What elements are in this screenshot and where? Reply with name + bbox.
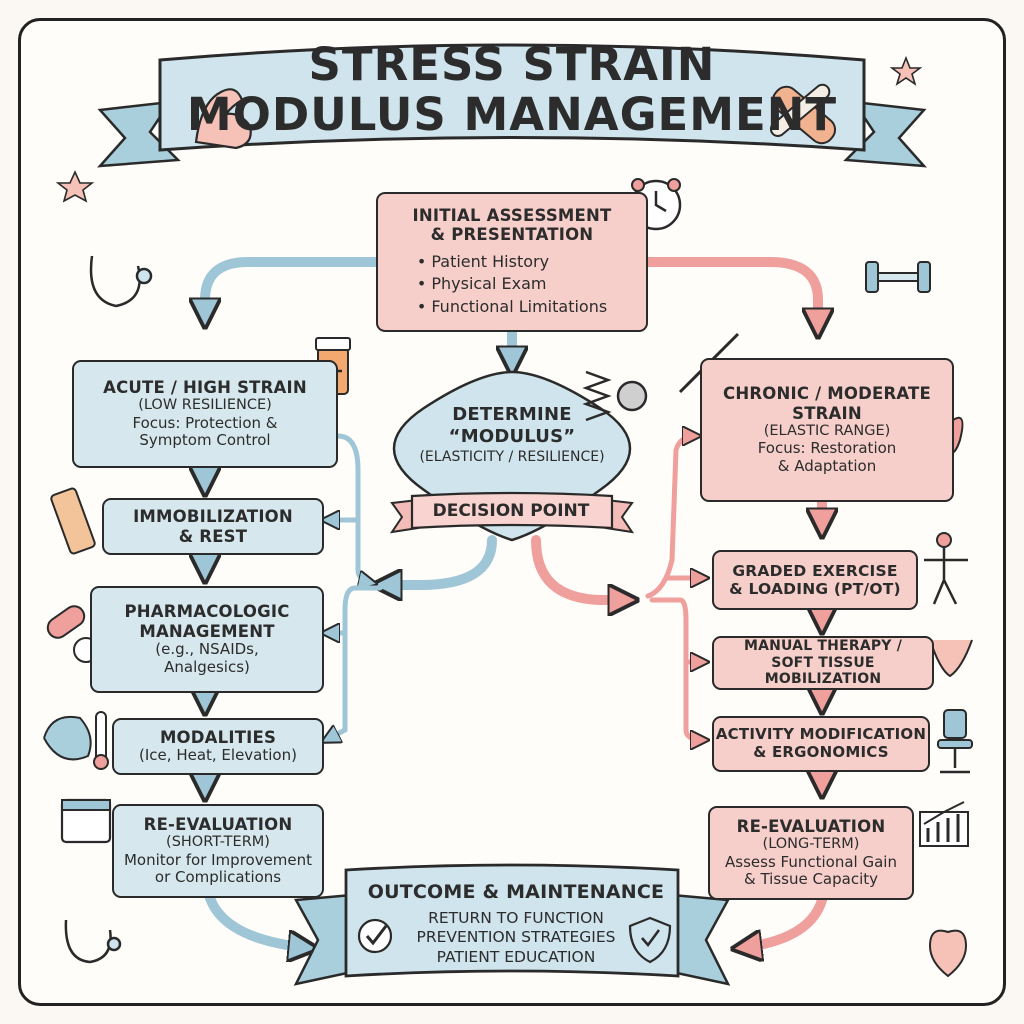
chronic-header-box: CHRONIC / MODERATE STRAIN (ELASTIC RANGE… <box>700 358 954 502</box>
acute-title: ACUTE / HIGH STRAIN <box>103 378 307 398</box>
activity-modification-line-2: & ERGONOMICS <box>753 743 889 761</box>
title-line-2: MODULUS MANAGEMENT <box>186 87 838 141</box>
arrow-decision-to-acute <box>380 535 497 585</box>
pharmacologic-line-4: Analgesics) <box>164 657 250 676</box>
dumbbell-icon <box>865 261 931 293</box>
decision-text: DETERMINE “MODULUS” (ELASTICITY / RESILI… <box>382 404 642 466</box>
graded-exercise-line-1: GRADED EXERCISE <box>732 561 898 580</box>
chronic-title-1: CHRONIC / MODERATE <box>723 384 931 404</box>
arrow-assessment-to-chronic <box>643 257 818 330</box>
outcome-item-patient-education: PATIENT EDUCATION <box>436 947 596 966</box>
ice-pack-thermometer-icon <box>43 711 109 770</box>
outcome-item-return-to-function: RETURN TO FUNCTION <box>428 908 604 927</box>
decision-line-3: (ELASTICITY / RESILIENCE) <box>419 449 605 466</box>
acute-focus-2: Symptom Control <box>139 431 271 450</box>
chronic-flow-arrows <box>531 257 827 948</box>
bandage-bone-icon <box>769 83 837 145</box>
immobilization-box: IMMOBILIZATION & REST <box>102 498 324 555</box>
acute-header-box: ACUTE / HIGH STRAIN (LOW RESILIENCE) Foc… <box>72 360 338 468</box>
hands-icon <box>929 639 973 678</box>
activity-modification-line-1: ACTIVITY MODIFICATION <box>715 725 927 744</box>
acute-reevaluation-line-1: RE-EVALUATION <box>143 815 293 835</box>
acute-branch-arrows <box>326 433 383 740</box>
acute-reevaluation-line-4: or Complications <box>154 868 282 887</box>
spring-gear-icon <box>582 370 648 422</box>
bullet-physical-exam: Physical Exam <box>417 273 607 295</box>
pharmacologic-line-3: (e.g., NSAIDs, <box>155 640 259 659</box>
outcome-ribbon <box>293 863 731 986</box>
modalities-line-1: MODALITIES <box>159 727 277 747</box>
chronic-reevaluation-line-4: & Tissue Capacity <box>743 870 879 889</box>
initial-assessment-title-2: & PRESENTATION <box>430 225 594 245</box>
initial-assessment-box: INITIAL ASSESSMENT & PRESENTATION Patien… <box>376 192 648 332</box>
arrow-decision-to-chronic <box>531 535 630 600</box>
flexed-arm-icon <box>194 88 252 150</box>
acute-reevaluation-box: RE-EVALUATION (SHORT-TERM) Monitor for I… <box>112 804 324 898</box>
acute-flow-arrows <box>205 257 497 948</box>
outcome-item-prevention-strategies: PREVENTION STRATEGIES <box>416 928 616 947</box>
chronic-reevaluation-box: RE-EVALUATION (LONG-TERM) Assess Functio… <box>708 806 914 900</box>
initial-assessment-bullets: Patient History Physical Exam Functional… <box>417 251 607 318</box>
chronic-branch-arrows <box>645 436 704 740</box>
acute-reevaluation-line-2: (SHORT-TERM) <box>166 834 270 851</box>
modalities-box: MODALITIES (Ice, Heat, Elevation) <box>112 718 324 775</box>
weightlifter-icon <box>924 532 968 605</box>
graded-exercise-line-2: & LOADING (PT/OT) <box>729 580 901 598</box>
pharmacologic-box: PHARMACOLOGIC MANAGEMENT (e.g., NSAIDs, … <box>90 586 324 693</box>
title-line-1: STRESS STRAIN <box>308 38 716 91</box>
acute-subtitle: (LOW RESILIENCE) <box>138 397 272 414</box>
splint-icon <box>50 487 96 555</box>
title-ribbon <box>96 43 928 168</box>
acute-reevaluation-line-3: Monitor for Improvement <box>123 850 313 869</box>
immobilization-line-1: IMMOBILIZATION <box>133 507 293 527</box>
arrow-reevaluation-to-outcome <box>740 895 827 948</box>
stethoscope-icon <box>89 255 153 308</box>
graded-exercise-box: GRADED EXERCISE & LOADING (PT/OT) <box>712 550 918 610</box>
chronic-reevaluation-line-3: Assess Functional Gain <box>725 852 897 871</box>
outcome-box: OUTCOME & MAINTENANCE RETURN TO FUNCTION… <box>346 868 686 980</box>
office-chair-icon <box>937 709 973 774</box>
chronic-reevaluation-line-2: (LONG-TERM) <box>762 836 860 853</box>
shield-check-icon <box>628 916 672 964</box>
activity-modification-box: ACTIVITY MODIFICATION & ERGONOMICS <box>712 716 930 772</box>
chronic-title-2: STRAIN <box>792 403 862 423</box>
manual-therapy-box: MANUAL THERAPY / SOFT TISSUE MOBILIZATIO… <box>712 636 934 690</box>
manual-therapy-line-1: MANUAL THERAPY / <box>743 638 903 655</box>
arrow-reevaluation-to-outcome <box>205 893 310 948</box>
stethoscope-bottom-icon <box>64 919 122 964</box>
chronic-focus-1: Focus: Restoration <box>757 439 897 458</box>
page-title: STRESS STRAIN MODULUS MANAGEMENT <box>150 40 874 139</box>
bar-chart-up-icon <box>919 801 969 847</box>
immobilization-line-2: & REST <box>178 526 248 546</box>
initial-assessment-title-1: INITIAL ASSESSMENT <box>412 205 612 225</box>
chronic-subtitle: (ELASTIC RANGE) <box>763 423 891 440</box>
decision-banner-ribbon <box>389 491 635 534</box>
manual-therapy-line-2: SOFT TISSUE MOBILIZATION <box>764 654 882 688</box>
outcome-title: OUTCOME & MAINTENANCE <box>367 881 665 904</box>
calendar-icon <box>60 798 112 844</box>
decision-line-1: DETERMINE <box>452 404 572 425</box>
chronic-reevaluation-line-1: RE-EVALUATION <box>736 817 886 837</box>
arrow-assessment-to-acute <box>205 257 381 320</box>
chronic-focus-2: & Adaptation <box>777 457 877 476</box>
acute-focus-1: Focus: Protection & <box>132 413 278 432</box>
modalities-line-2: (Ice, Heat, Elevation) <box>139 746 297 765</box>
checkmark-icon <box>357 918 393 954</box>
heart-pulse-icon <box>928 929 968 978</box>
star-icon <box>55 55 923 203</box>
bullet-patient-history: Patient History <box>417 251 607 273</box>
pharmacologic-line-2: MANAGEMENT <box>139 621 275 641</box>
decision-line-2: “MODULUS” <box>448 425 576 447</box>
bullet-functional-limitations: Functional Limitations <box>417 296 607 318</box>
pharmacologic-line-1: PHARMACOLOGIC <box>124 602 290 622</box>
decision-banner-label: DECISION POINT <box>432 501 590 521</box>
